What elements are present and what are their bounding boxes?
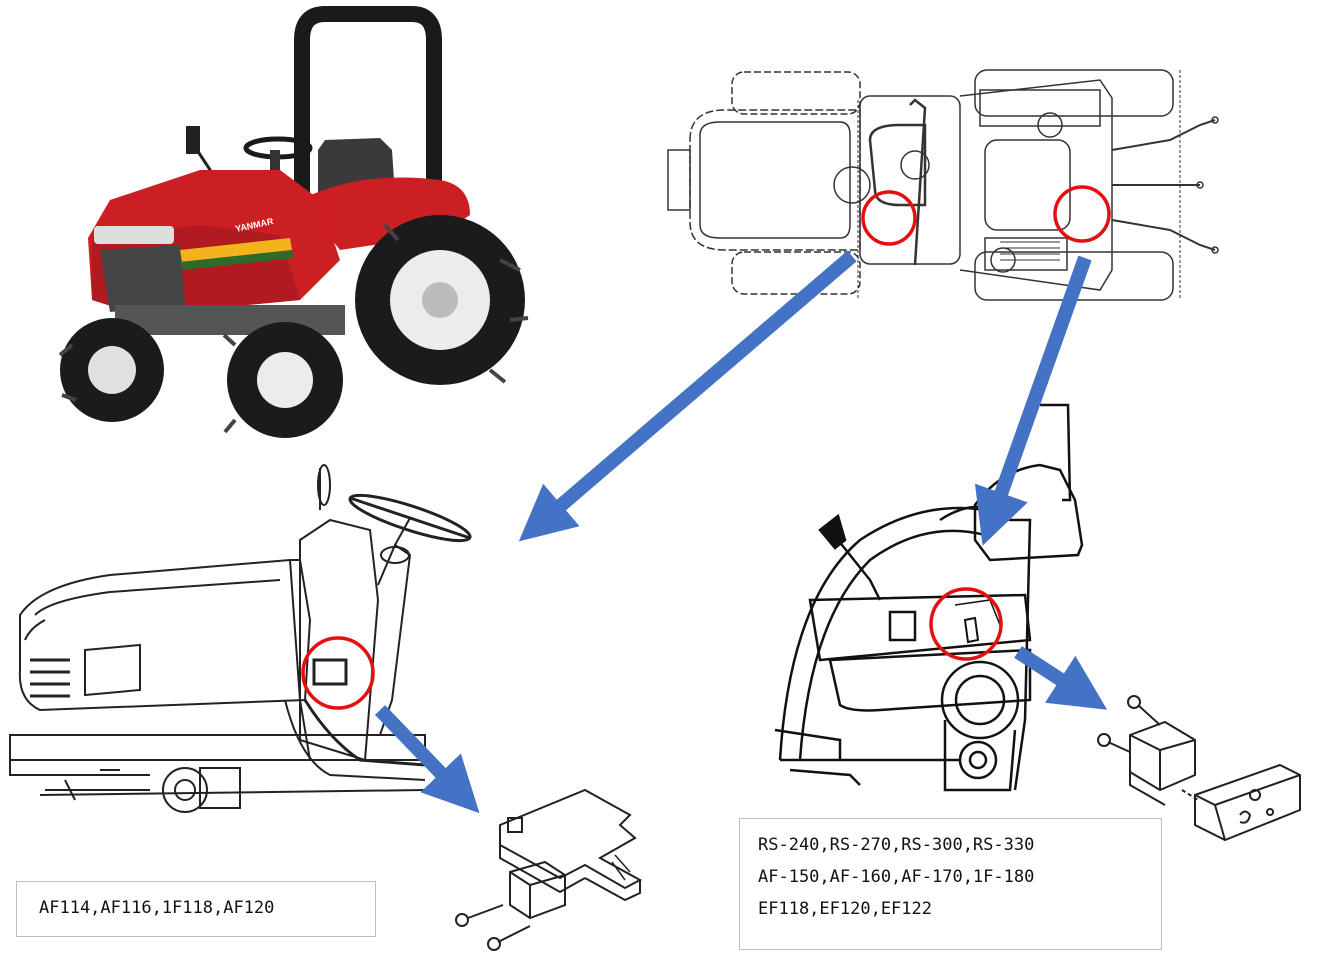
arrows [374,250,1108,814]
left-models-text: AF114,AF116,1F118,AF120 [39,898,275,918]
arrow-left-to-bracket [374,705,480,814]
tractor-photo: YANMAR [58,6,529,438]
caption-left-models: AF114,AF116,1F118,AF120 [16,881,376,937]
highlight-circle-topview-right [1053,185,1111,243]
side-view-left [9,464,472,813]
arrow-topview-to-left [518,250,857,542]
highlight-circle-right-side [929,587,1003,661]
highlight-circle-left-side [301,636,375,710]
right-models-line-1: RS-240,RS-270,RS-300,RS-330 [758,835,1035,855]
right-models-line-2: AF-150,AF-160,AF-170,1F-180 [758,867,1035,887]
right-models-line-3: EF118,EF120,EF122 [758,899,932,919]
relay-bracket-right [1097,695,1301,842]
side-view-right [774,403,1084,792]
top-view-schematic [667,69,1219,301]
highlight-circles [301,185,1111,710]
arrow-right-to-bracket [1014,646,1108,710]
caption-right-models: RS-240,RS-270,RS-300,RS-330 AF-150,AF-16… [739,818,1162,950]
highlight-circle-topview-left [861,190,917,246]
relay-bracket-left [455,788,643,951]
arrow-topview-to-right [974,255,1092,546]
